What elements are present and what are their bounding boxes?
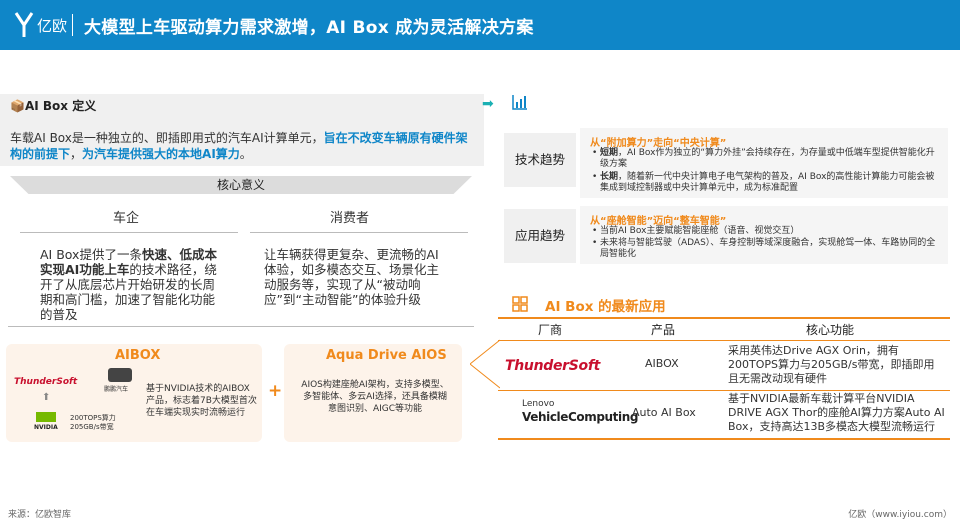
trend-item: 长期，随着新一代中央计算电子电气架构的普及，AI Box的高性能计算能力可能会被… xyxy=(592,172,942,194)
aibox-device-image xyxy=(108,368,132,382)
section-divider xyxy=(8,326,474,327)
header-divider xyxy=(72,14,73,36)
apps-title: AI Box 的最新应用 xyxy=(545,299,666,315)
table-cell-function: 基于NVIDIA最新车载计算平台NVIDIA DRIVE AGX Thor的座舱… xyxy=(728,392,945,433)
highlight-connector xyxy=(470,339,500,389)
nvidia-logo-icon xyxy=(36,412,56,422)
aibox-card xyxy=(6,344,262,442)
table-cell-product: AIBOX xyxy=(645,357,679,370)
device-label: 鹏鹏汽车 xyxy=(104,386,129,393)
nvidia-label: NVIDIA xyxy=(34,424,58,431)
source-note: 来源：亿欧智库 xyxy=(8,510,72,520)
header-bar: 亿欧 大模型上车驱动算力需求激增，AI Box 成为灵活解决方案 xyxy=(0,0,960,50)
table-row-divider xyxy=(498,390,950,391)
column-divider xyxy=(20,232,238,233)
trend-heading-tech: 从“附加算力”走向“中央计算” xyxy=(590,138,727,149)
thundersoft-logo: ThunderSoft xyxy=(505,358,601,374)
arrow-right-icon: ➡ xyxy=(482,96,494,112)
arrow-up-icon: ⬆ xyxy=(42,392,51,403)
table-cell-product: Auto AI Box xyxy=(632,406,696,419)
logo-text: 亿欧 xyxy=(37,17,68,35)
table-header-divider xyxy=(498,340,950,341)
table-cell-function: 采用英伟达Drive AGX Orin，拥有200TOPS算力与205GB/s带… xyxy=(728,344,935,385)
column-divider xyxy=(250,232,468,233)
trend-item: 当前AI Box主要赋能智能座舱（语音、视觉交互） xyxy=(592,226,942,237)
thundersoft-logo: ThunderSoft xyxy=(14,377,78,387)
table-header-function: 核心功能 xyxy=(806,323,855,337)
trend-item: 短期，AI Box作为独立的“算力外挂”会持续存在，为存量或中低端车型提供智能化… xyxy=(592,148,942,170)
aios-card xyxy=(284,344,462,442)
trend-item: 未来将与智能驾驶（ADAS）、车身控制等域深度融合，实现舱驾一体、车路协同的全局… xyxy=(592,238,942,260)
grid-icon xyxy=(512,296,528,312)
aios-card-title: Aqua Drive AIOS xyxy=(326,348,447,363)
aibox-spec: 200TOPS算力 205GB/s带宽 xyxy=(70,414,116,431)
bar-chart-icon xyxy=(512,95,527,110)
consumer-text: 让车辆获得更复杂、更流畅的AI体验，如多模态交互、场景化主动服务等，实现了从“被… xyxy=(264,247,440,307)
page-title: 大模型上车驱动算力需求激增，AI Box 成为灵活解决方案 xyxy=(84,18,534,38)
column-heading-consumer: 消费者 xyxy=(330,211,370,226)
lenovo-logo-text: Lenovo xyxy=(522,399,555,409)
table-bottom-border xyxy=(498,438,950,440)
vehicle-computing-logo: VehicleComputing xyxy=(522,410,639,424)
site-link[interactable]: 亿欧（www.iyiou.com） xyxy=(848,510,952,520)
table-header-vendor: 厂商 xyxy=(538,323,563,337)
aibox-card-title: AIBOX xyxy=(115,348,161,363)
aibox-card-desc: 基于NVIDIA技术的AIBOX产品，标志着7B大模型首次在车端实现实时流畅运行 xyxy=(146,384,257,418)
yiou-logo-icon xyxy=(14,12,34,37)
trend-label-tech: 技术趋势 xyxy=(504,133,576,187)
trend-heading-app: 从“座舱智能”迈向“整车智能” xyxy=(590,216,727,227)
box-icon: 📦 xyxy=(10,99,25,113)
definition-body: 车载AI Box是一种独立的、即插即用式的汽车AI计算单元，旨在不改变车辆原有硬… xyxy=(10,131,468,161)
definition-panel xyxy=(0,94,484,166)
table-top-border xyxy=(498,317,950,319)
core-meaning-bar: 核心意义 xyxy=(10,176,472,194)
column-heading-automaker: 车企 xyxy=(113,211,140,226)
plus-icon: + xyxy=(268,381,283,401)
automaker-text: AI Box提供了一条快速、低成本实现AI功能上车的技术路径，绕开了从底层芯片开… xyxy=(40,247,217,322)
trend-label-app: 应用趋势 xyxy=(504,209,576,263)
aios-card-desc: AIOS构建座舱AI架构，支持多模型、多智能体、多云AI选择，还具备模糊意图识别… xyxy=(301,380,449,414)
table-header-product: 产品 xyxy=(651,323,676,337)
definition-heading: 📦AI Box 定义 xyxy=(10,99,97,113)
